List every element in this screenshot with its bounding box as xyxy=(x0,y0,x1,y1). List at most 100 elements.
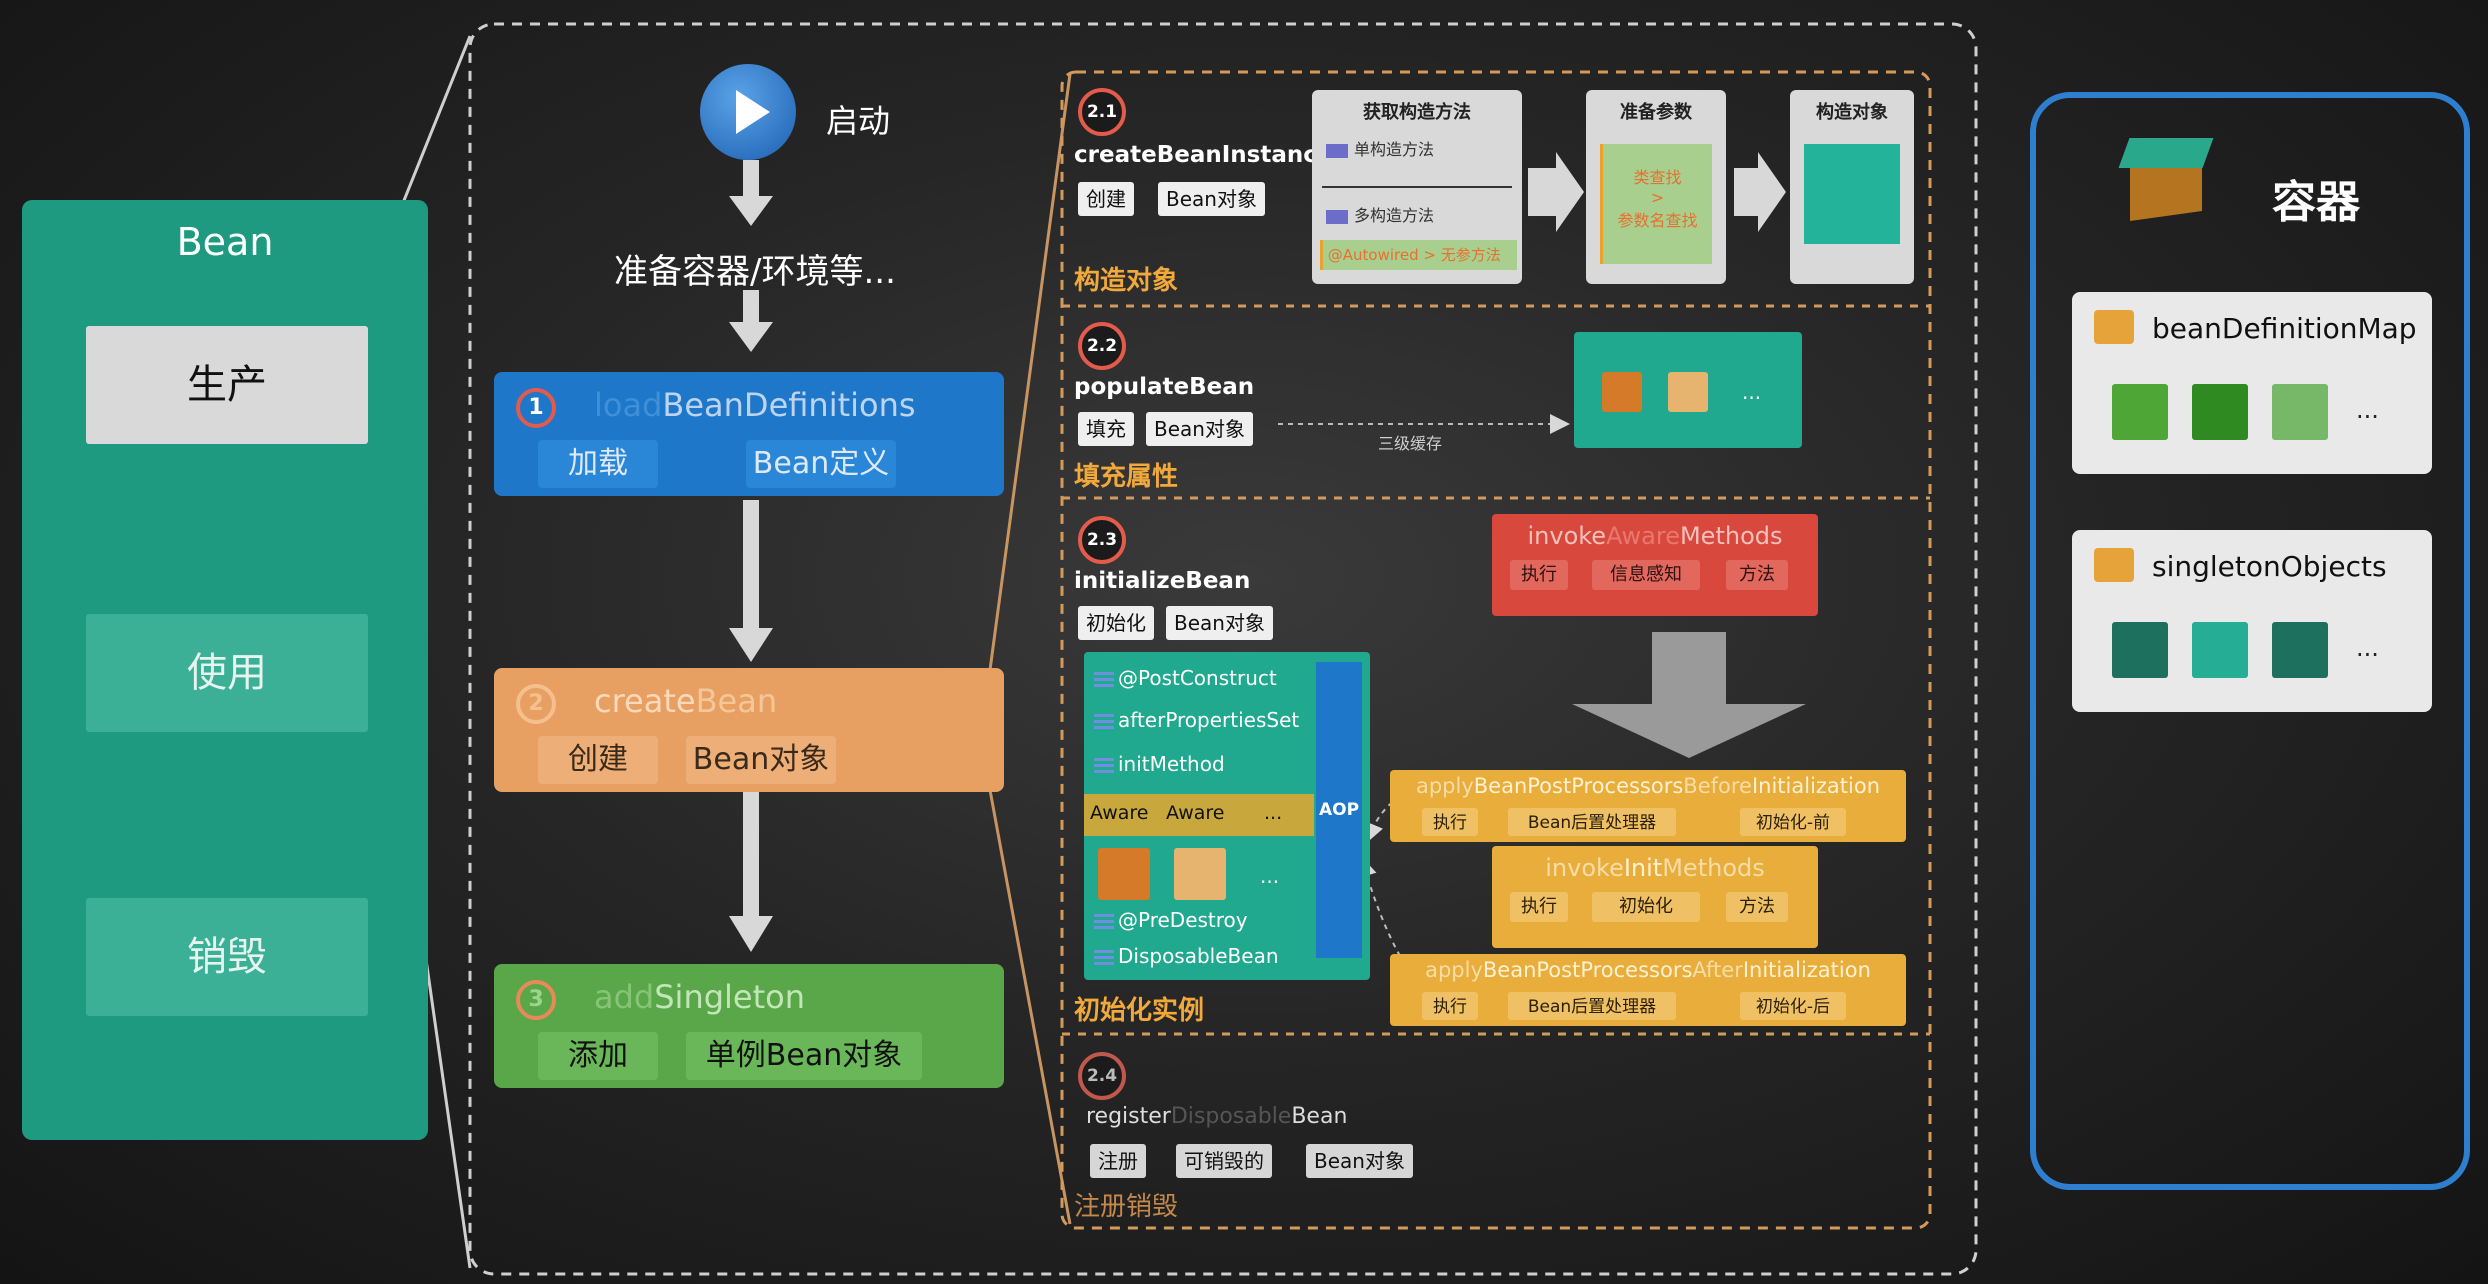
column-header: 获取构造方法 xyxy=(1363,102,1471,123)
map-icon xyxy=(2094,310,2134,344)
method-title: invokeAwareMethods xyxy=(1527,522,1783,550)
phase-destroy: 销毁 xyxy=(86,898,368,1016)
chip: Bean对象 xyxy=(1166,606,1273,640)
singleton-objects-card: singletonObjects ... xyxy=(2072,530,2432,712)
init-item-post-construct: @PostConstruct xyxy=(1094,666,1277,690)
aop-label: AOP xyxy=(1319,800,1360,820)
object-block xyxy=(1804,144,1900,244)
three-level-cache-label: 三级缓存 xyxy=(1378,434,1443,453)
phase-produce: 生产 xyxy=(86,326,368,444)
autowired-priority: @Autowired > 无参方法 xyxy=(1320,240,1517,270)
badge-2-1: 2.1 xyxy=(1078,88,1126,136)
chip: Bean后置处理器 xyxy=(1508,808,1676,836)
init-instance-box: @PostConstruct afterPropertiesSet initMe… xyxy=(1084,652,1370,980)
badge-2-3: 2.3 xyxy=(1078,516,1126,564)
chip: 初始化-后 xyxy=(1740,992,1846,1020)
apply-bpp-after-init: applyBeanPostProcessorsAfterInitializati… xyxy=(1390,954,1906,1026)
apply-bpp-before-init: applyBeanPostProcessorsBeforeInitializat… xyxy=(1390,770,1906,842)
chip: 方法 xyxy=(1726,892,1788,922)
method-title: invokeInitMethods xyxy=(1545,854,1765,882)
chip: Bean定义 xyxy=(746,440,896,488)
aware-row: Aware Aware ... xyxy=(1084,794,1314,836)
column-header: 构造对象 xyxy=(1816,102,1888,123)
stage-add-singleton: 3 addSingleton 添加 单例Bean对象 xyxy=(494,964,1004,1088)
chip: 创建 xyxy=(1078,182,1134,216)
chip: 填充 xyxy=(1078,412,1134,446)
chip: 初始化-前 xyxy=(1740,808,1846,836)
chip: 执行 xyxy=(1510,892,1568,922)
chip: 执行 xyxy=(1422,808,1478,836)
method-create-bean-instance: createBeanInstance xyxy=(1074,142,1333,168)
bean-definition-map-card: beanDefinitionMap ... xyxy=(2072,292,2432,474)
stage-create-bean: 2 createBean 创建 Bean对象 xyxy=(494,668,1004,792)
ellipsis: ... xyxy=(1742,380,1762,404)
invoke-aware-methods: invokeAwareMethods 执行 信息感知 方法 xyxy=(1492,514,1818,616)
chip: 注册 xyxy=(1090,1144,1146,1178)
ellipsis: ... xyxy=(2356,634,2379,662)
chip: Bean对象 xyxy=(686,736,836,784)
multi-constructor: 多构造方法 xyxy=(1326,202,1434,226)
method-initialize-bean: initializeBean xyxy=(1074,568,1251,594)
bean-panel-title: Bean xyxy=(176,220,274,264)
container-title: 容器 xyxy=(2272,177,2360,228)
chip: Bean对象 xyxy=(1146,412,1253,446)
construct-object-column: 构造对象 xyxy=(1790,90,1914,284)
method-title: applyBeanPostProcessorsAfterInitializati… xyxy=(1425,958,1871,982)
phase-use: 使用 xyxy=(86,614,368,732)
single-constructor: 单构造方法 xyxy=(1326,136,1434,160)
bean-def-block xyxy=(2192,384,2248,440)
badge-2-2: 2.2 xyxy=(1078,322,1126,370)
bean-def-block xyxy=(2272,384,2328,440)
section-title-initialize: 初始化实例 xyxy=(1074,996,1205,1026)
chip: 可销毁的 xyxy=(1176,1144,1272,1178)
populated-object: ... xyxy=(1574,332,1802,448)
stage-load-bean-definitions: 1 loadBeanDefinitions 加载 Bean定义 xyxy=(494,372,1004,496)
aop-bar: AOP xyxy=(1316,662,1362,958)
singleton-block xyxy=(2272,622,2328,678)
method-title: applyBeanPostProcessorsBeforeInitializat… xyxy=(1415,774,1881,798)
chip: 初始化 xyxy=(1078,606,1154,640)
singleton-block xyxy=(2192,622,2248,678)
section-title-register-destroy: 注册销毁 xyxy=(1074,1192,1179,1222)
column-header: 准备参数 xyxy=(1620,102,1692,123)
aware-chip: Aware xyxy=(1090,802,1149,824)
stage-name: loadBeanDefinitions xyxy=(594,386,916,424)
destroy-item-disposable-bean: DisposableBean xyxy=(1094,944,1279,968)
section-title-populate: 填充属性 xyxy=(1074,462,1179,492)
chip: Bean对象 xyxy=(1306,1144,1413,1178)
chip: 信息感知 xyxy=(1592,560,1700,590)
init-item-init-method: initMethod xyxy=(1094,752,1225,776)
destroy-item-pre-destroy: @PreDestroy xyxy=(1094,908,1248,932)
field-block xyxy=(1174,848,1226,900)
section-title-construct: 构造对象 xyxy=(1074,266,1179,296)
init-item-after-properties-set: afterPropertiesSet xyxy=(1094,708,1299,732)
chip: 执行 xyxy=(1422,992,1478,1020)
singleton-block xyxy=(2112,622,2168,678)
param-lookup: 类查找 > 参数名查找 xyxy=(1600,144,1712,264)
chip: 单例Bean对象 xyxy=(686,1032,922,1080)
chip: Bean后置处理器 xyxy=(1508,992,1676,1020)
aware-chip: ... xyxy=(1264,802,1283,824)
chip: 添加 xyxy=(538,1032,658,1080)
chip: 执行 xyxy=(1510,560,1568,590)
chip: 加载 xyxy=(538,440,658,488)
container-panel: 容器 xyxy=(2030,92,2470,1190)
step-number: 3 xyxy=(516,980,556,1020)
ellipsis: ... xyxy=(1260,864,1280,888)
field-block xyxy=(1098,848,1150,900)
method-register-disposable-bean: registerDisposableBean xyxy=(1086,1104,1348,1129)
chip: 方法 xyxy=(1726,560,1788,590)
stage-name: addSingleton xyxy=(594,978,806,1016)
invoke-init-methods: invokeInitMethods 执行 初始化 方法 xyxy=(1492,846,1818,948)
play-icon xyxy=(700,64,796,160)
prepare-params-column: 准备参数 类查找 > 参数名查找 xyxy=(1586,90,1726,284)
chip: 创建 xyxy=(538,736,658,784)
step-number: 1 xyxy=(516,388,556,428)
method-populate-bean: populateBean xyxy=(1074,374,1255,400)
aware-chip: Aware xyxy=(1166,802,1225,824)
get-constructor-column: 获取构造方法 单构造方法 多构造方法 @Autowired > 无参方法 xyxy=(1312,90,1522,284)
map-label: beanDefinitionMap xyxy=(2152,312,2417,345)
map-icon xyxy=(2094,548,2134,582)
stage-name: createBean xyxy=(594,682,778,720)
ellipsis: ... xyxy=(2356,396,2379,424)
